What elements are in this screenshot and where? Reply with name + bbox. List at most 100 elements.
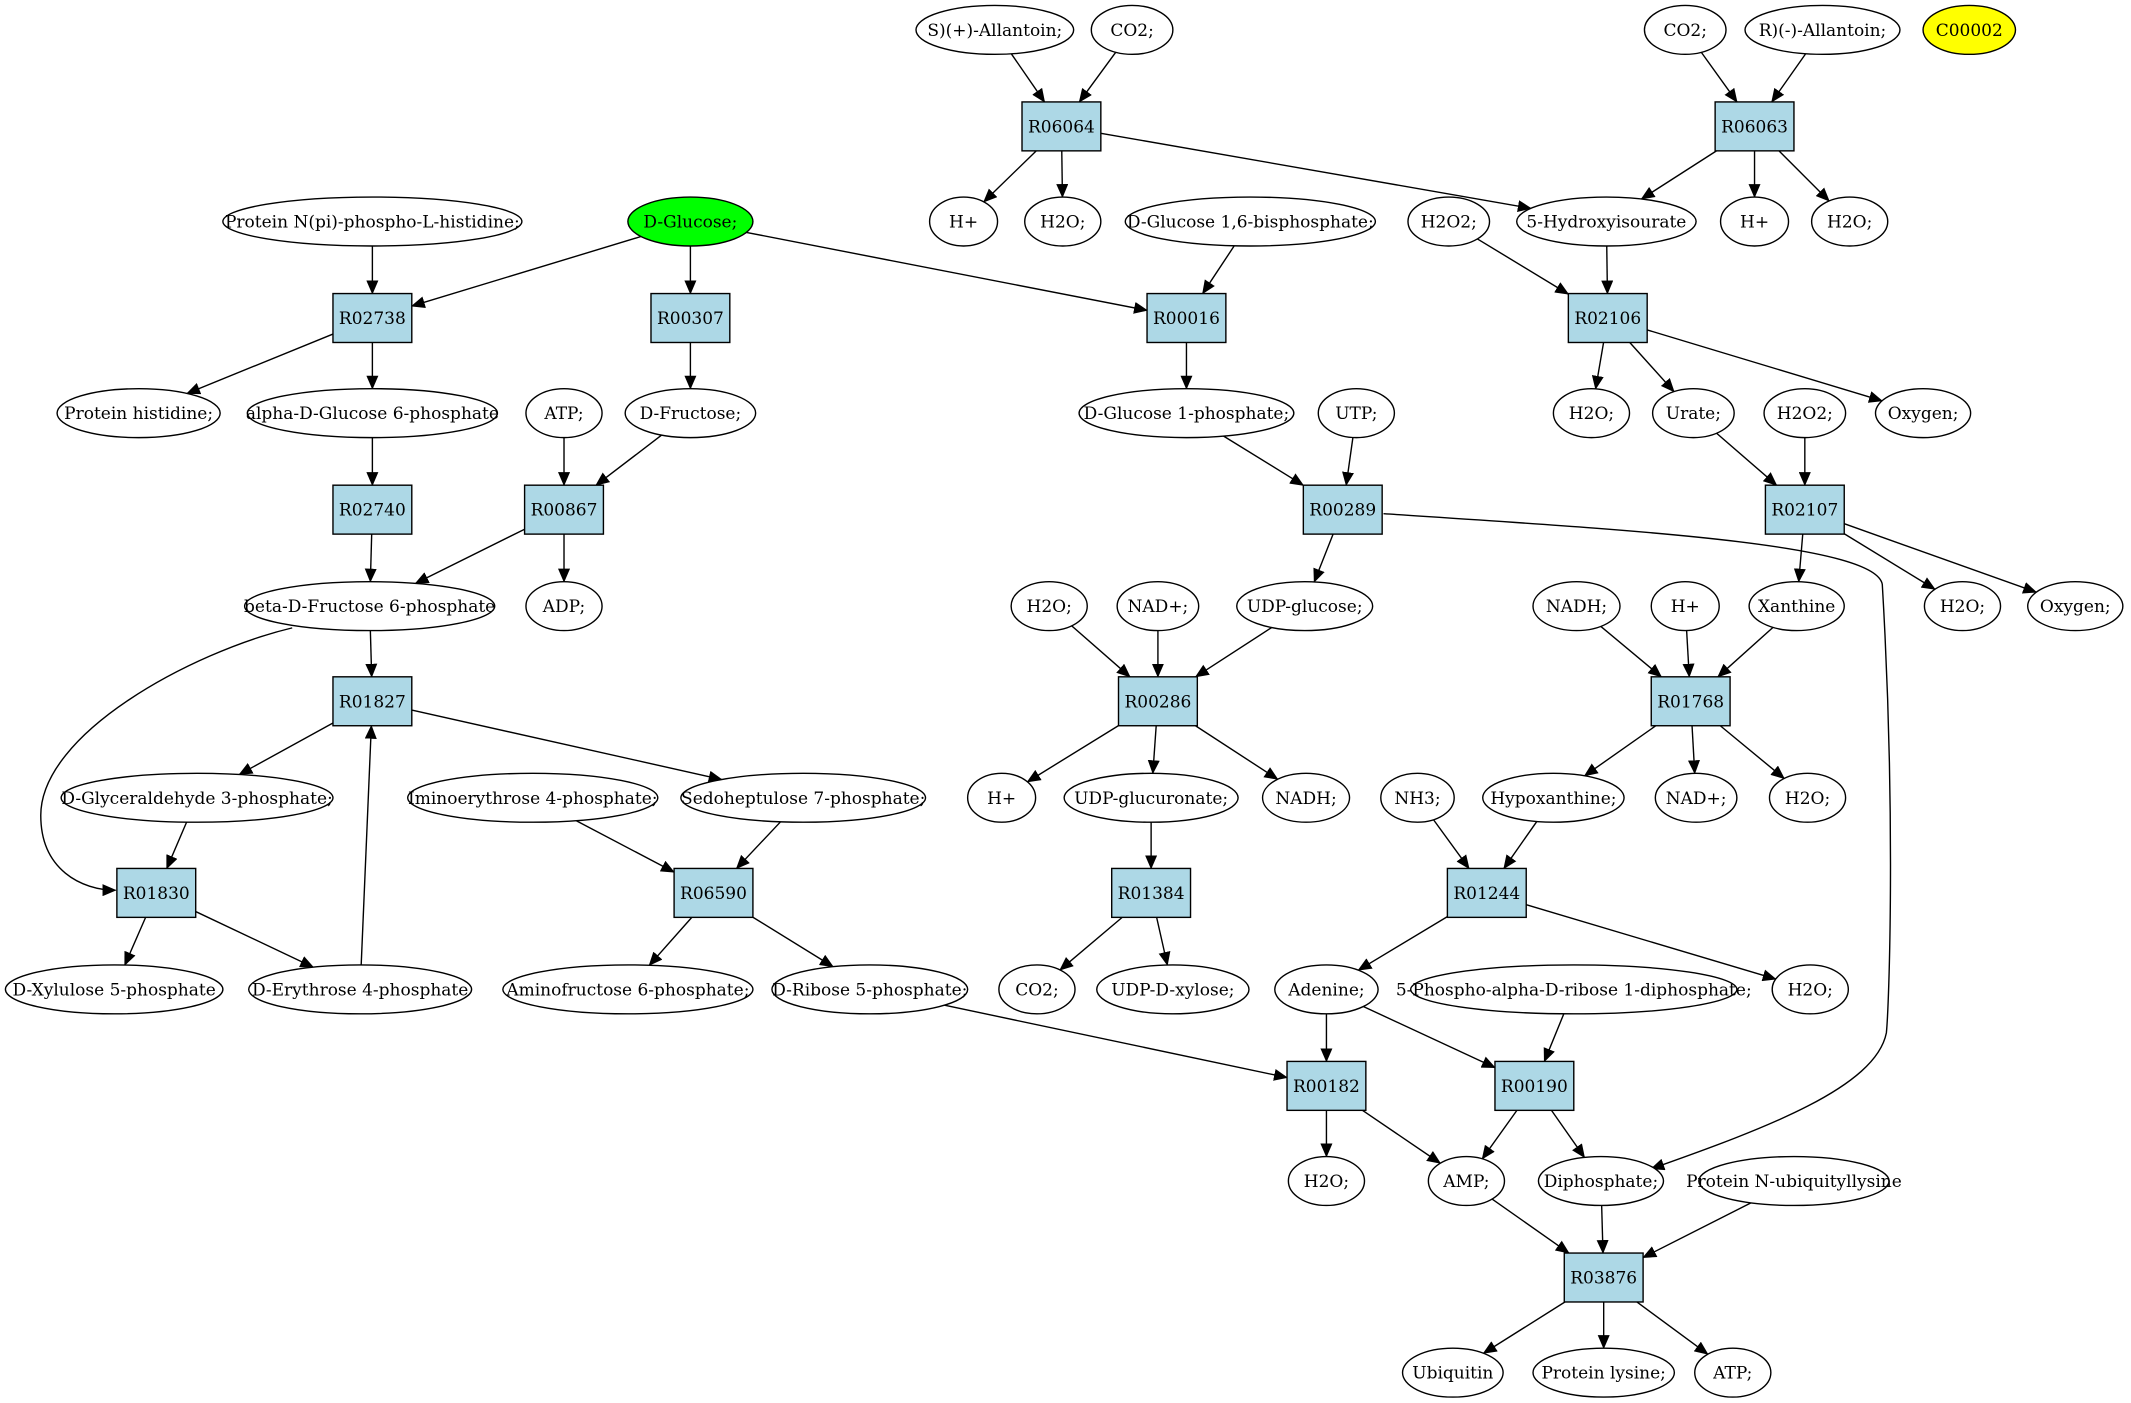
reaction-node-r01827[interactable]: R01827	[332, 676, 413, 727]
metabolite-node-diphosphate[interactable]: Diphosphate;	[1537, 1155, 1665, 1207]
metabolite-node-h2o2-a[interactable]: H2O2;	[1407, 196, 1491, 247]
metabolite-node-ga3p[interactable]: D-Glyceraldehyde 3-phosphate;	[60, 772, 334, 823]
metabolite-label: CO2;	[1110, 21, 1154, 41]
metabolite-node-nadh-a[interactable]: NADH;	[1532, 580, 1621, 632]
metabolite-node-fructose[interactable]: D-Fructose;	[624, 387, 757, 439]
reaction-box	[1286, 1060, 1367, 1112]
metabolite-node-amp[interactable]: AMP;	[1427, 1155, 1506, 1207]
metabolite-node-nadplus-a[interactable]: NAD+;	[1116, 580, 1200, 632]
metabolite-node-protubq[interactable]: Protein N-ubiquityllysine	[1686, 1155, 1902, 1207]
metabolite-node-bf6p[interactable]: beta-D-Fructose 6-phosphate	[243, 580, 496, 632]
reaction-node-r01244[interactable]: R01244	[1446, 867, 1527, 919]
metabolite-node-h2o-b[interactable]: H2O;	[1810, 196, 1889, 247]
metabolite-node-h2o-d[interactable]: H2O;	[1010, 580, 1088, 632]
metabolite-node-xanthine[interactable]: Xanthine	[1748, 580, 1845, 632]
metabolite-node-hplus-b[interactable]: H+	[1719, 196, 1790, 247]
reaction-node-r00286[interactable]: R00286	[1117, 676, 1199, 727]
edge-R02107-to-m_h2o_e	[1843, 533, 1936, 590]
metabolite-node-ubiquitin[interactable]: Ubiquitin	[1401, 1347, 1504, 1398]
metabolite-node-c00002[interactable]: C00002	[1922, 4, 2017, 56]
metabolite-node-hplus-a[interactable]: H+	[928, 196, 999, 247]
reaction-node-r01384[interactable]: R01384	[1111, 867, 1192, 919]
metabolite-label: H+	[1671, 597, 1700, 617]
metabolite-ellipse	[60, 772, 334, 823]
metabolite-node-h2o-c[interactable]: H2O;	[1552, 387, 1631, 439]
metabolite-node-hydroxyisourate[interactable]: 5-Hydroxyisourate	[1516, 196, 1697, 247]
reaction-node-r00190[interactable]: R00190	[1494, 1060, 1575, 1112]
metabolite-node-co2-a[interactable]: CO2;	[1090, 4, 1174, 56]
reaction-node-r00182[interactable]: R00182	[1286, 1060, 1367, 1112]
metabolite-node-g1p[interactable]: D-Glucose 1-phosphate;	[1078, 387, 1295, 439]
metabolite-node-oxygen-a[interactable]: Oxygen;	[1874, 387, 1972, 439]
reaction-node-r01768[interactable]: R01768	[1650, 676, 1731, 727]
metabolite-node-s7p[interactable]: Sedoheptulose 7-phosphate;	[680, 772, 927, 823]
metabolite-node-nadplus-b[interactable]: NAD+;	[1654, 772, 1738, 823]
metabolite-node-ag6p[interactable]: alpha-D-Glucose 6-phosphate	[246, 387, 499, 439]
edge-R00190-to-m_amp	[1481, 1109, 1518, 1160]
reaction-node-r02740[interactable]: R02740	[332, 484, 413, 535]
reaction-node-r00289[interactable]: R00289	[1302, 484, 1383, 535]
metabolite-node-udpglcu[interactable]: UDP-glucuronate;	[1063, 772, 1239, 823]
metabolite-node-co2-c[interactable]: CO2;	[998, 964, 1076, 1015]
reaction-node-r06590[interactable]: R06590	[673, 867, 754, 919]
metabolite-node-glucose[interactable]: D-Glucose;	[627, 196, 754, 247]
reaction-label: R03876	[1570, 1269, 1637, 1289]
reaction-node-r00016[interactable]: R00016	[1146, 292, 1227, 344]
metabolite-node-prothis[interactable]: Protein histidine;	[56, 387, 221, 439]
metabolite-node-protlys[interactable]: Protein lysine;	[1532, 1347, 1676, 1398]
metabolite-ellipse	[502, 964, 754, 1015]
metabolite-label: UDP-glucose;	[1247, 597, 1363, 617]
metabolite-ellipse	[1261, 772, 1351, 823]
metabolite-node-h2o-a[interactable]: H2O;	[1024, 196, 1102, 247]
reaction-node-r02738[interactable]: R02738	[332, 292, 413, 344]
metabolite-node-udpglucose[interactable]: UDP-glucose;	[1236, 580, 1374, 632]
edge-R00289-to-m_udpglucose	[1313, 533, 1334, 583]
metabolite-node-oxygen-b[interactable]: Oxygen;	[2027, 580, 2124, 632]
reaction-node-r01830[interactable]: R01830	[116, 867, 197, 919]
reaction-node-r02107[interactable]: R02107	[1764, 484, 1845, 535]
metabolite-label: Protein histidine;	[64, 404, 213, 424]
metabolite-node-adp[interactable]: ADP;	[525, 580, 603, 632]
edge-m_nadh_a-to-R01768	[1600, 625, 1663, 678]
metabolite-node-udpxyl[interactable]: UDP-D-xylose;	[1096, 964, 1250, 1015]
metabolite-label: CO2;	[1015, 980, 1059, 1000]
metabolite-node-protnpi[interactable]: Protein N(pi)-phospho-L-histidine;	[222, 196, 523, 247]
edge-R01244-to-m_h2o_g	[1526, 903, 1777, 982]
metabolite-label: Diphosphate;	[1544, 1172, 1658, 1192]
metabolite-node-rallantoin[interactable]: R)(-)-Allantoin;	[1744, 4, 1901, 56]
metabolite-node-urate[interactable]: Urate;	[1651, 387, 1735, 439]
reaction-box	[1714, 101, 1795, 152]
metabolite-node-nadh-b[interactable]: NADH;	[1261, 772, 1351, 823]
edge-R00182-to-m_amp	[1362, 1109, 1442, 1164]
metabolite-node-h2o2-b[interactable]: H2O2;	[1763, 387, 1847, 439]
metabolite-node-adenine[interactable]: Adenine;	[1274, 964, 1379, 1015]
metabolite-node-sallantoin[interactable]: S)(+)-Allantoin;	[915, 4, 1075, 56]
metabolite-node-hplus-c[interactable]: H+	[1650, 580, 1720, 632]
metabolite-node-prpp[interactable]: 5-Phospho-alpha-D-ribose 1-diphosphate;	[1396, 964, 1752, 1015]
metabolite-node-h2o-e[interactable]: H2O;	[1923, 580, 2002, 632]
metabolite-node-glc16bp[interactable]: D-Glucose 1,6-bisphosphate;	[1124, 196, 1377, 247]
reaction-node-r03876[interactable]: R03876	[1563, 1252, 1644, 1303]
metabolite-node-atp-a[interactable]: ATP;	[525, 387, 603, 439]
metabolite-node-x5p[interactable]: D-Xylulose 5-phosphate	[4, 964, 224, 1015]
reaction-node-r02106[interactable]: R02106	[1567, 292, 1648, 344]
metabolite-node-r5p[interactable]: D-Ribose 5-phosphate;	[771, 964, 969, 1015]
metabolite-node-atp-b[interactable]: ATP;	[1694, 1347, 1772, 1398]
metabolite-node-co2-b[interactable]: CO2;	[1643, 4, 1727, 56]
reaction-node-r06063[interactable]: R06063	[1714, 101, 1795, 152]
reaction-node-r00867[interactable]: R00867	[523, 484, 605, 535]
metabolite-node-af6p[interactable]: Aminofructose 6-phosphate;	[502, 964, 754, 1015]
reaction-box	[1146, 292, 1227, 344]
metabolite-node-h2o-h[interactable]: H2O;	[1287, 1155, 1366, 1207]
metabolite-node-nh3[interactable]: NH3;	[1380, 772, 1455, 823]
metabolite-node-h2o-g[interactable]: H2O;	[1771, 964, 1850, 1015]
metabolite-node-e4p[interactable]: D-Erythrose 4-phosphate	[248, 964, 473, 1015]
metabolite-node-hypoxanthine[interactable]: Hypoxanthine;	[1482, 772, 1625, 823]
reaction-node-r06064[interactable]: R06064	[1021, 101, 1102, 152]
reaction-box	[1021, 101, 1102, 152]
metabolite-node-utp[interactable]: UTP;	[1317, 387, 1396, 439]
metabolite-node-iminoe4p[interactable]: Iminoerythrose 4-phosphate;	[407, 772, 659, 823]
metabolite-node-h2o-f[interactable]: H2O;	[1768, 772, 1847, 823]
metabolite-node-hplus-d[interactable]: H+	[966, 772, 1037, 823]
reaction-node-r00307[interactable]: R00307	[650, 292, 731, 344]
